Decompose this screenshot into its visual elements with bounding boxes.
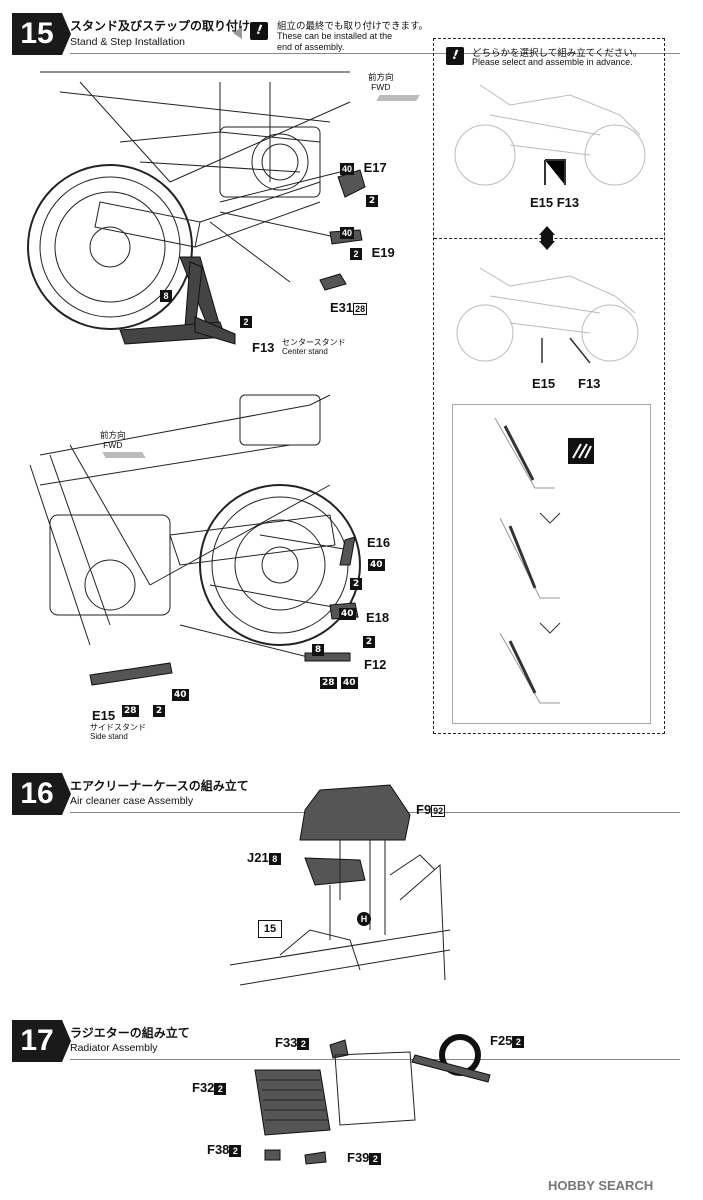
part-e19: 2 E19	[350, 245, 395, 260]
watermark: HOBBY SEARCH	[548, 1178, 654, 1193]
fwd-arrow-icon	[376, 95, 420, 101]
part-e17: 40 E17	[340, 160, 387, 175]
step17-title-en: Radiator Assembly	[70, 1042, 158, 1054]
step15-note-en-1: These can be installed at the	[277, 31, 393, 41]
select-note-en: Please select and assemble in advance.	[472, 57, 633, 67]
part-e16-badge-40: 40	[368, 558, 385, 571]
select-label-e15: E15	[532, 376, 556, 391]
part-e18-badge-2: 2	[363, 631, 375, 650]
step16-title-jp: エアクリーナーケースの組み立て	[70, 779, 249, 793]
step-number-17: 17	[12, 1020, 71, 1062]
part-e16: E16	[367, 535, 391, 550]
select-label-f13: F13	[578, 376, 601, 391]
radiator-illustration	[254, 1034, 491, 1165]
part-f12-badge-8: 8	[312, 639, 324, 658]
part-f13: F13	[252, 340, 275, 355]
part-f13-badge-2: 2	[240, 313, 252, 328]
divider	[70, 53, 680, 54]
air-cleaner-illustration	[229, 784, 451, 986]
part-e18: E18	[366, 610, 390, 625]
swap-arrows-icon	[537, 226, 557, 252]
select-label-upper: E15 F13	[530, 195, 580, 210]
step-number-15: 15	[12, 13, 71, 55]
side-stand-illustration	[29, 394, 361, 686]
arrow-left-icon	[233, 27, 242, 39]
step-ref-box: 15	[258, 920, 282, 938]
part-f12-badge-28: 28	[320, 676, 337, 689]
side-stand-detail-box	[452, 404, 651, 724]
part-f13-badge-8: 8	[160, 287, 172, 302]
divider-17	[70, 1059, 680, 1060]
part-e15: E15	[92, 708, 116, 723]
part-e17-qty: 2	[366, 190, 378, 209]
bike-outline-center-stand	[454, 84, 646, 186]
part-f12: F12	[364, 657, 387, 672]
fwd-arrow-bottom-icon	[102, 452, 146, 458]
stand-select-panel	[433, 38, 665, 734]
caution-icon	[250, 22, 268, 40]
step16-title-en: Air cleaner case Assembly	[70, 795, 194, 807]
step15-title-jp: スタンド及びステップの取り付け	[70, 19, 251, 33]
part-e18-badge-40: 40	[339, 607, 356, 620]
step-number-16: 16	[12, 773, 71, 815]
part-e19-badge: 40	[340, 226, 355, 239]
side-stand-detail-illustration	[494, 417, 594, 704]
marker-h: H	[357, 912, 371, 926]
bike-outline-side-stand	[456, 267, 639, 364]
part-e16-badge-2: 2	[350, 573, 362, 592]
part-e15-badge-2: 2	[153, 700, 165, 719]
center-stand-illustration	[27, 71, 366, 345]
select-note-jp: どちらかを選択して組み立てください。	[472, 48, 643, 59]
caution-icon-select	[446, 47, 464, 65]
step15-note-jp: 組立の最終でも取り付けできます。	[277, 21, 429, 32]
part-f12-badge-40: 40	[341, 676, 358, 689]
step15-title-en: Stand & Step Installation	[70, 36, 185, 48]
part-e15-badge-40: 40	[172, 688, 189, 701]
step15-note-en-2: end of assembly.	[277, 42, 345, 52]
part-e15-badge-28: 28	[122, 704, 139, 717]
step17-title-jp: ラジエターの組み立て	[70, 1026, 190, 1040]
